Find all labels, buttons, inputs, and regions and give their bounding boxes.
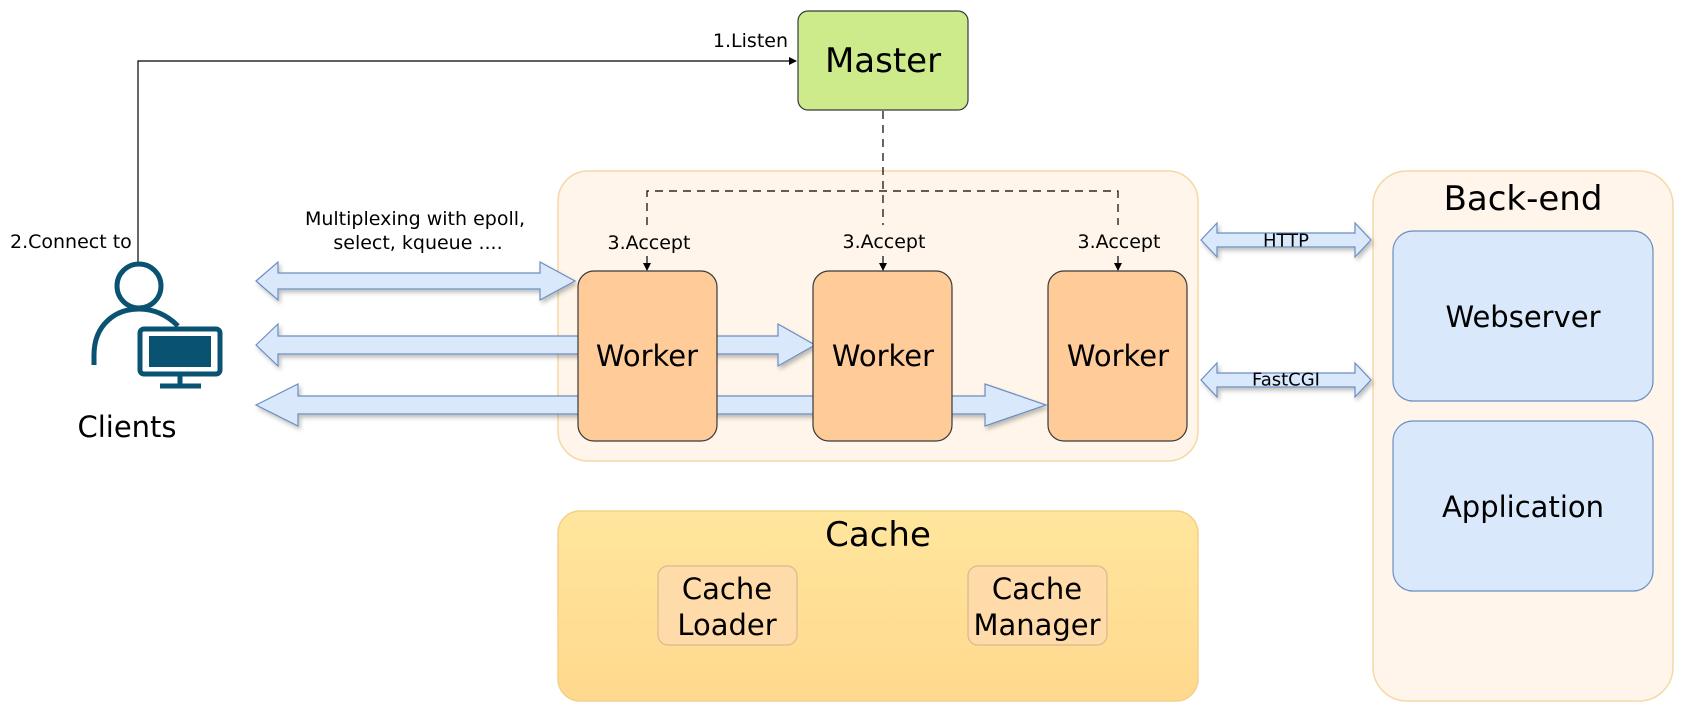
cache-title: Cache xyxy=(825,515,931,555)
protocol-arrows xyxy=(1200,221,1372,399)
worker-label-2: Worker xyxy=(832,339,934,373)
worker-node-3 xyxy=(1047,270,1188,442)
accept-label-3: 3.Accept xyxy=(1078,231,1161,253)
master-node xyxy=(797,10,969,111)
cache-manager-box xyxy=(967,565,1108,646)
connect-label: 2.Connect to xyxy=(10,231,132,253)
accept-label-1: 3.Accept xyxy=(608,232,691,254)
workers: Worker Worker Worker xyxy=(577,270,1188,442)
worker-node-2 xyxy=(812,270,953,442)
worker-node-1 xyxy=(577,270,718,442)
cache-loader-line2: Loader xyxy=(677,608,776,642)
application-label: Application xyxy=(1442,490,1604,524)
clients-icon xyxy=(91,261,223,389)
worker-label-3: Worker xyxy=(1067,339,1169,373)
http-label: HTTP xyxy=(1263,231,1309,252)
http-arrow xyxy=(1200,221,1372,259)
application-box xyxy=(1392,420,1654,592)
fastcgi-label: FastCGI xyxy=(1252,370,1320,391)
accept-dispatch-lines xyxy=(646,111,1119,225)
clients-label: Clients xyxy=(77,410,176,444)
listen-label: 1.Listen xyxy=(713,30,788,52)
cache-manager-line1: Cache xyxy=(992,572,1082,606)
cache-container xyxy=(557,510,1199,702)
worker-label-1: Worker xyxy=(596,339,698,373)
accept-label-2: 3.Accept xyxy=(843,231,926,253)
webserver-box xyxy=(1392,230,1654,402)
accept-arrowheads xyxy=(643,256,1122,271)
listen-connection-line xyxy=(137,57,797,262)
client-arrow-1 xyxy=(255,260,577,302)
cache-loader-line1: Cache xyxy=(682,572,772,606)
multiplex-label-line2: select, kqueue .... xyxy=(333,232,502,254)
cache-manager-line2: Manager xyxy=(973,608,1100,642)
cache-loader-box xyxy=(657,565,798,646)
backend-title: Back-end xyxy=(1444,179,1603,219)
master-label: Master xyxy=(825,41,941,81)
webserver-label: Webserver xyxy=(1445,300,1600,334)
multiplex-label-line1: Multiplexing with epoll, xyxy=(305,208,525,230)
fastcgi-arrow xyxy=(1200,361,1372,399)
